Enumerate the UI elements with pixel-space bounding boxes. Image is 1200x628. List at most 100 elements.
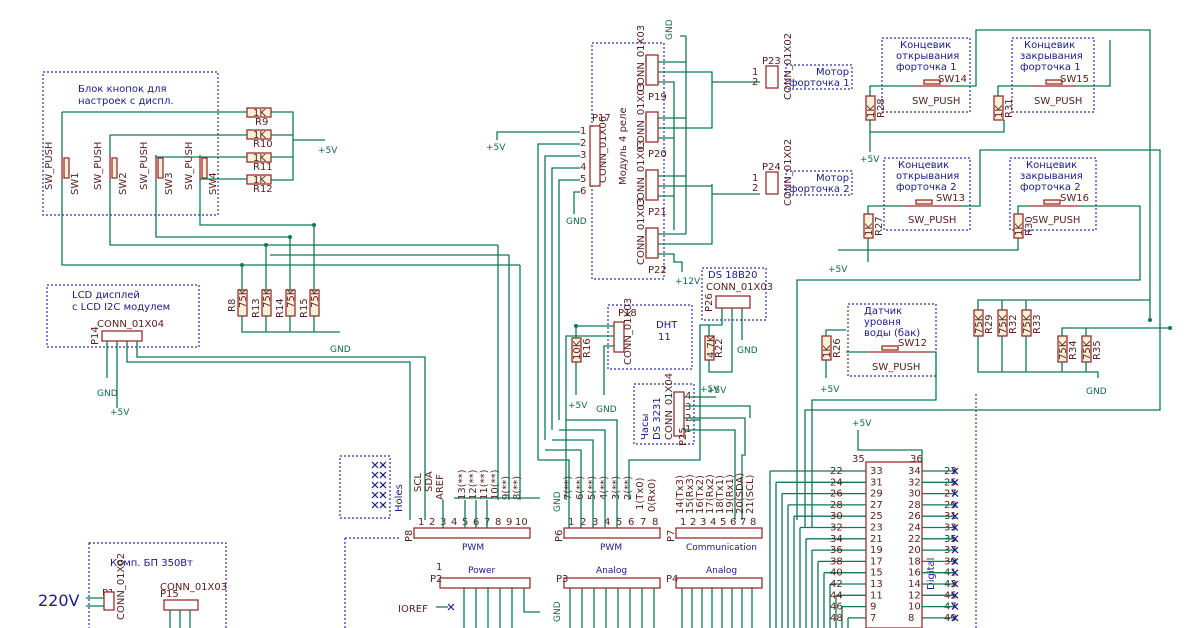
svg-text:форточка 2: форточка 2 <box>896 182 957 193</box>
digital-left-label: 48 <box>830 613 843 624</box>
svg-text:CONN_01X03: CONN_01X03 <box>636 83 647 150</box>
svg-text:10(**): 10(**) <box>490 469 501 500</box>
mounting-holes: Holes <box>339 455 405 519</box>
svg-text:9(**): 9(**) <box>501 476 512 500</box>
svg-text:2: 2 <box>580 517 586 528</box>
svg-text:1(Tx0): 1(Tx0) <box>635 477 646 510</box>
svg-text:Блок кнопок для: Блок кнопок для <box>78 84 166 95</box>
svg-text:75K: 75K <box>974 314 985 334</box>
svg-text:+5V: +5V <box>700 385 720 395</box>
svg-text:+5V: +5V <box>486 143 506 153</box>
svg-text:Digital: Digital <box>926 558 937 590</box>
svg-text:+5V: +5V <box>852 419 872 429</box>
svg-text:PWM: PWM <box>600 543 622 553</box>
svg-text:1: 1 <box>752 173 758 184</box>
svg-text:P7: P7 <box>666 530 677 542</box>
svg-text:3: 3 <box>580 150 586 161</box>
svg-text:GND: GND <box>596 405 617 415</box>
svg-text:6: 6 <box>628 517 634 528</box>
svg-text:GND: GND <box>553 601 563 622</box>
svg-text:Модуль 4 реле: Модуль 4 реле <box>618 107 629 185</box>
digital-left-label: 40 <box>830 568 843 579</box>
digital-pin-left: 7 <box>870 613 876 624</box>
digital-pin-right: 10 <box>908 602 921 613</box>
svg-text:CONN_01X03: CONN_01X03 <box>636 140 647 207</box>
svg-text:CONN_01X02: CONN_01X02 <box>783 139 794 206</box>
svg-text:R16: R16 <box>582 338 593 358</box>
svg-text:DS 18B20: DS 18B20 <box>708 270 758 281</box>
svg-text:GND: GND <box>566 217 587 227</box>
svg-text:11(**): 11(**) <box>479 469 490 500</box>
psu-block: Комп. БП 350Вт P15 CONN_01X03 CONN_01X02… <box>38 542 227 628</box>
svg-text:1K: 1K <box>866 105 877 118</box>
svg-text:+5V: +5V <box>828 265 848 275</box>
svg-text:SW_PUSH: SW_PUSH <box>872 362 920 373</box>
ds18b20: DS 18B20 CONN_01X03 P26 4.7K R22 <box>701 267 773 361</box>
svg-text:R34: R34 <box>1068 340 1079 360</box>
svg-text:CONN_01X03: CONN_01X03 <box>636 25 647 92</box>
svg-text:GND: GND <box>330 345 351 355</box>
digital-left-label: 26 <box>830 489 843 500</box>
header-p2-power: P2 1 Power IOREF <box>398 562 531 615</box>
sw3: SW_PUSH SW3 <box>139 142 175 195</box>
svg-text:17(Rx2): 17(Rx2) <box>705 474 716 514</box>
svg-text:10: 10 <box>515 517 528 528</box>
right-pullups: 75K R29 75K R32 75K R33 75K R34 75K R35 <box>973 309 1103 363</box>
svg-text:3: 3 <box>685 402 691 413</box>
svg-text:+12V: +12V <box>675 277 701 287</box>
sw2: SW_PUSH SW2 <box>93 142 129 195</box>
svg-text:SW16: SW16 <box>1060 193 1089 204</box>
water-level-sensor: Датчик уровня воды (бак) SW12 SW_PUSH 1K… <box>821 303 937 377</box>
svg-text:P26: P26 <box>704 293 715 312</box>
svg-text:форточка 1: форточка 1 <box>896 62 957 73</box>
svg-text:4: 4 <box>604 517 610 528</box>
svg-text:Analog: Analog <box>596 566 627 576</box>
svg-text:P15: P15 <box>160 589 179 600</box>
limit-switch-close-2: Концевик закрывания форточка 2 SW16 SW_P… <box>1009 157 1097 231</box>
svg-text:P23: P23 <box>762 56 781 67</box>
svg-text:36: 36 <box>910 454 923 465</box>
digital-pin-right: 26 <box>908 511 921 522</box>
digital-pin-left: 17 <box>870 556 883 567</box>
svg-text:с LCD I2C модулем: с LCD I2C модулем <box>72 302 170 313</box>
svg-text:R29: R29 <box>984 314 995 334</box>
digital-pin-left: 19 <box>870 545 883 556</box>
digital-left-label: 38 <box>830 556 843 567</box>
svg-text:3: 3 <box>592 517 598 528</box>
svg-text:CONN_01X03: CONN_01X03 <box>636 198 647 265</box>
digital-left-label: 28 <box>830 500 843 511</box>
svg-text:SW_PUSH: SW_PUSH <box>1032 215 1080 226</box>
svg-text:3: 3 <box>700 517 706 528</box>
svg-text:20(SDA): 20(SDA) <box>735 473 746 514</box>
svg-text:21(SCL): 21(SCL) <box>745 474 756 514</box>
svg-text:SW_PUSH: SW_PUSH <box>44 142 55 190</box>
svg-text:SW14: SW14 <box>938 74 967 85</box>
digital-pin-right: 18 <box>908 556 921 567</box>
svg-text:0(Rx0): 0(Rx0) <box>647 479 658 512</box>
svg-text:2: 2 <box>752 77 758 88</box>
svg-text:1K: 1K <box>822 345 833 358</box>
svg-text:75K: 75K <box>1058 340 1069 360</box>
svg-text:Analog: Analog <box>706 566 737 576</box>
svg-text:2: 2 <box>690 517 696 528</box>
svg-text:6: 6 <box>730 517 736 528</box>
digital-pin-left: 31 <box>870 477 883 488</box>
svg-text:P8: P8 <box>404 530 415 542</box>
svg-text:R35: R35 <box>1092 340 1103 360</box>
svg-text:7: 7 <box>740 517 746 528</box>
svg-text:1: 1 <box>436 562 442 573</box>
digital-left-label: 44 <box>830 590 843 601</box>
svg-text:2: 2 <box>580 138 586 149</box>
svg-text:уровня: уровня <box>864 317 901 328</box>
svg-text:1: 1 <box>580 126 586 137</box>
svg-text:настроек с диспл.: настроек с диспл. <box>78 96 174 107</box>
svg-text:R28: R28 <box>876 98 887 118</box>
limit-switch-open-1: Концевик открывания форточка 1 SW14 SW_P… <box>881 37 971 113</box>
svg-text:1K: 1K <box>253 130 266 141</box>
svg-text:75K: 75K <box>310 288 321 308</box>
svg-text:35: 35 <box>852 454 865 465</box>
svg-text:1K: 1K <box>1014 223 1025 236</box>
digital-pin-right: 14 <box>908 579 921 590</box>
